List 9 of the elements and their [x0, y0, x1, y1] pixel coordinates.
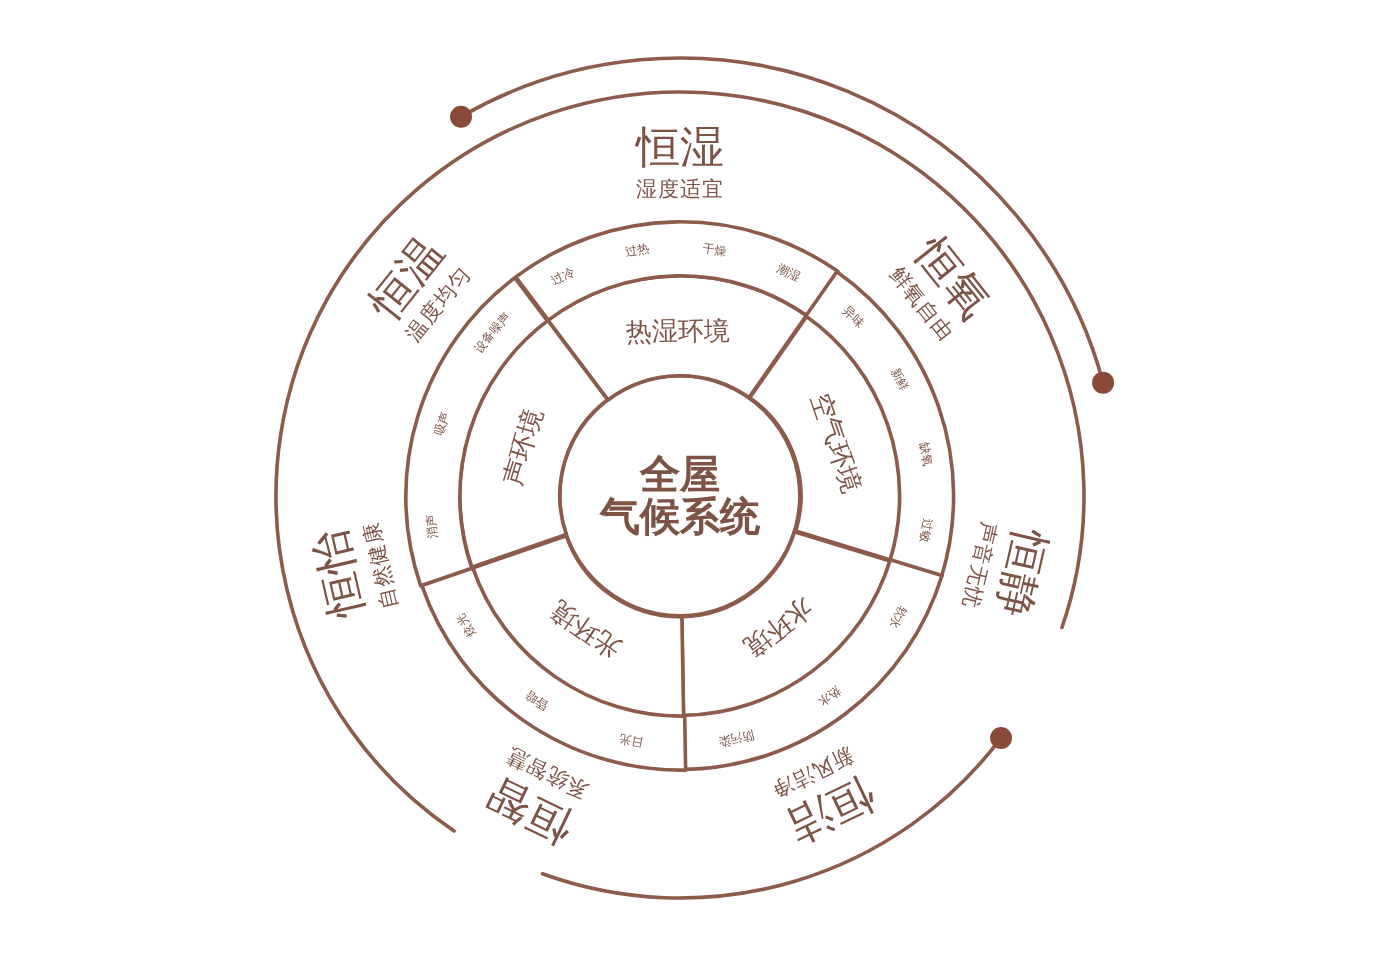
sector-label: 光环境 — [547, 594, 627, 662]
sector-label: 热湿环境 — [624, 319, 730, 349]
sector-label: 水环境 — [738, 590, 817, 660]
center-title: 全屋气候系统 — [599, 453, 760, 538]
sector-label: 声环境 — [500, 407, 550, 490]
category-subtitle: 声音无忧 — [957, 518, 999, 610]
sector-label: 空气环境 — [803, 389, 863, 497]
category-subtitle: 湿度适宜 — [636, 179, 724, 202]
category-title: 恒湿 — [636, 125, 724, 172]
